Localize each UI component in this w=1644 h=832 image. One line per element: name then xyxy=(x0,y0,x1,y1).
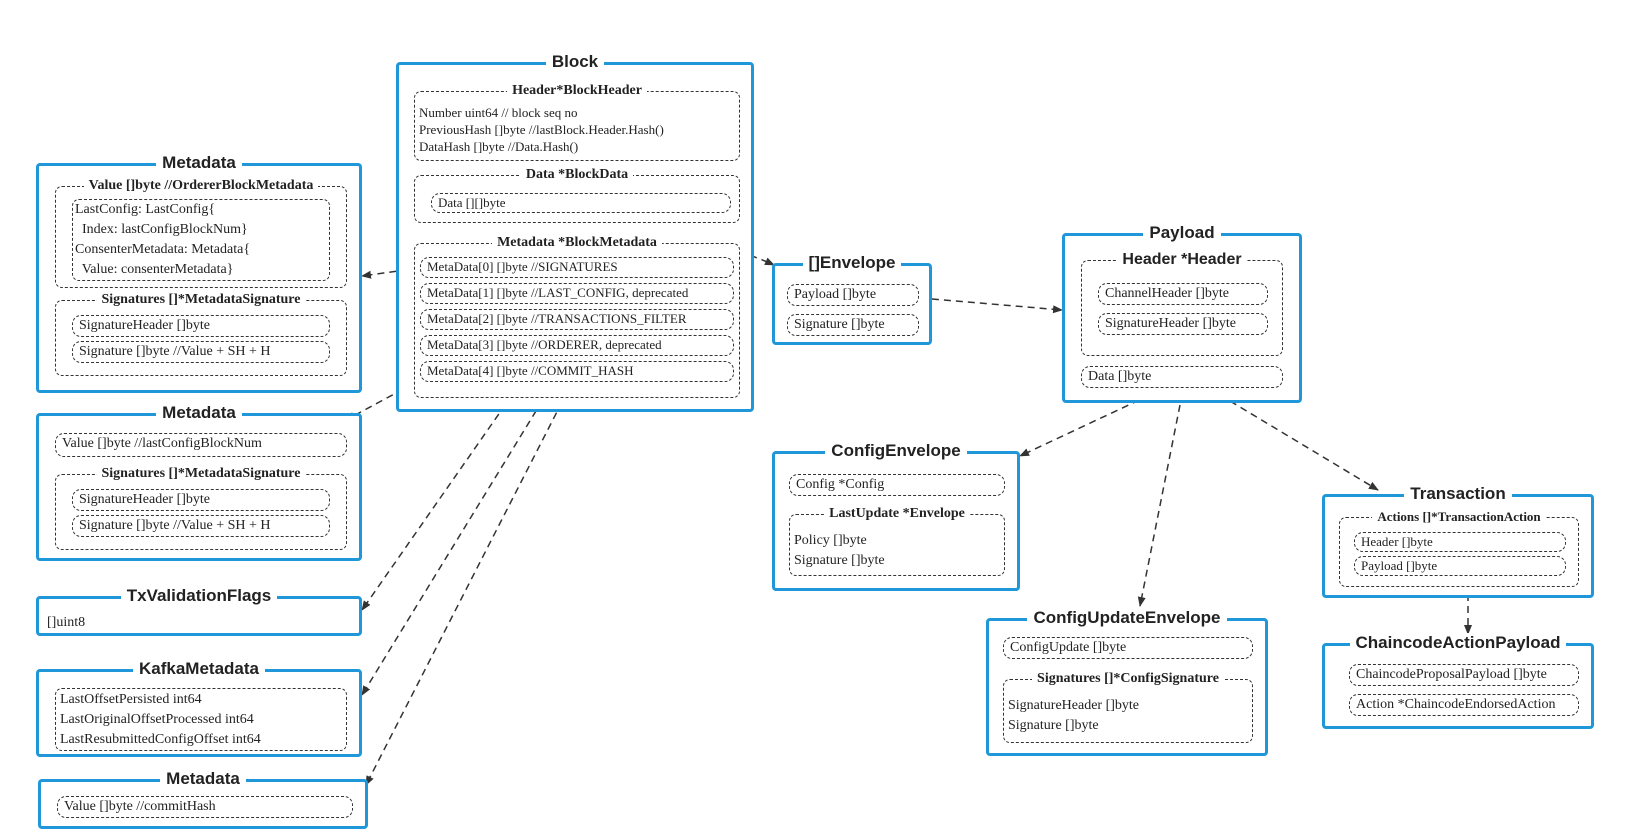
block-header-line: DataHash []byte //Data.Hash() xyxy=(419,139,579,154)
payload-header-group: Header *Header ChannelHeader []byte Sign… xyxy=(1081,251,1283,356)
channel-header-field: ChannelHeader []byte xyxy=(1098,283,1268,305)
config-signature-line: SignatureHeader []byte xyxy=(1008,698,1139,713)
chaincode-action-payload-box: ChaincodeActionPayload ChaincodeProposal… xyxy=(1322,633,1594,729)
last-config-value-field: Value []byte //lastConfigBlockNum xyxy=(55,433,347,457)
envelope-box: []Envelope Payload []byte Signature []by… xyxy=(772,253,932,345)
payload-box: Payload Header *Header ChannelHeader []b… xyxy=(1062,223,1302,403)
metadata-signatures-group: Signatures []*MetadataSignature Signatur… xyxy=(55,292,347,376)
last-update-group: LastUpdate *Envelope Policy []byte Signa… xyxy=(789,506,1005,576)
orderer-metadata-line: LastConfig: LastConfig{ xyxy=(75,202,216,217)
signature-field: Signature []byte //Value + SH + H xyxy=(72,515,330,537)
orderer-metadata-line: Index: lastConfigBlockNum} xyxy=(75,222,248,237)
transaction-payload-field: Payload []byte xyxy=(1354,556,1566,576)
block-box: Block Header*BlockHeader Number uint64 /… xyxy=(396,52,754,412)
payload-data-field: Data []byte xyxy=(1081,366,1283,388)
chaincode-proposal-payload-field: ChaincodeProposalPayload []byte xyxy=(1349,664,1579,686)
kafka-metadata-line: LastOffsetPersisted int64 xyxy=(60,692,202,707)
orderer-block-metadata-title: Value []byte //OrdererBlockMetadata xyxy=(83,178,319,193)
orderer-block-metadata-fields: LastConfig: LastConfig{ Index: lastConfi… xyxy=(72,199,330,281)
config-field: Config *Config xyxy=(789,474,1005,496)
metadata-signatures-group-title: Signatures []*MetadataSignature xyxy=(96,292,306,307)
kafka-metadata-title: KafkaMetadata xyxy=(133,659,265,678)
last-config-signatures-title: Signatures []*MetadataSignature xyxy=(96,466,306,481)
envelope-payload-field: Payload []byte xyxy=(787,284,919,306)
tx-validation-flags-title: TxValidationFlags xyxy=(120,586,278,605)
orderer-block-metadata-group: Value []byte //OrdererBlockMetadata Last… xyxy=(55,178,347,288)
block-metadata-field: MetaData[2] []byte //TRANSACTIONS_FILTER xyxy=(420,309,734,330)
config-update-field: ConfigUpdate []byte xyxy=(1003,637,1253,659)
tx-validation-flags-box: TxValidationFlags []uint8 xyxy=(36,586,362,636)
config-update-envelope-box: ConfigUpdateEnvelope ConfigUpdate []byte… xyxy=(986,608,1268,756)
payload-header-title: Header *Header xyxy=(1117,251,1247,268)
tx-validation-flags-field: []uint8 xyxy=(47,615,86,630)
kafka-metadata-line: LastOriginalOffsetProcessed int64 xyxy=(60,712,254,727)
block-header-line: Number uint64 // block seq no xyxy=(419,105,578,120)
block-header-group: Header*BlockHeader Number uint64 // bloc… xyxy=(414,83,740,161)
block-data-field: Data [][]byte xyxy=(431,193,731,213)
block-data-group: Data *BlockData Data [][]byte xyxy=(414,167,740,223)
config-signatures-group: Signatures []*ConfigSignature SignatureH… xyxy=(1003,671,1253,743)
transaction-box: Transaction Actions []*TransactionAction… xyxy=(1322,484,1594,598)
envelope-signature-field: Signature []byte xyxy=(787,314,919,336)
block-title: Block xyxy=(545,52,605,71)
arrow-meta4-to-commit-metadata xyxy=(365,401,563,786)
arrow-envelope-to-payload xyxy=(919,297,1063,314)
signature-header-field: SignatureHeader []byte xyxy=(1098,313,1268,335)
block-metadata-field: MetaData[1] []byte //LAST_CONFIG, deprec… xyxy=(420,283,734,304)
last-update-title: LastUpdate *Envelope xyxy=(824,506,970,521)
config-envelope-box: ConfigEnvelope Config *Config LastUpdate… xyxy=(772,441,1020,591)
signature-field: Signature []byte //Value + SH + H xyxy=(72,341,330,363)
kafka-metadata-line: LastResubmittedConfigOffset int64 xyxy=(60,732,261,747)
config-signature-line: Signature []byte xyxy=(1008,718,1099,733)
block-header-line: PreviousHash []byte //lastBlock.Header.H… xyxy=(419,122,664,137)
metadata-commit-box: Metadata Value []byte //commitHash xyxy=(38,769,368,829)
arrow-payload-to-config-update-envelope xyxy=(1137,404,1181,607)
arrow-payload-to-config-envelope xyxy=(1019,394,1151,457)
last-update-line: Policy []byte xyxy=(794,533,867,548)
block-header-title: Header*BlockHeader xyxy=(507,83,647,98)
transaction-actions-title: Actions []*TransactionAction xyxy=(1372,509,1546,524)
transaction-actions-group: Actions []*TransactionAction Header []by… xyxy=(1339,509,1579,587)
block-metadata-field: MetaData[3] []byte //ORDERER, deprecated xyxy=(420,335,734,356)
orderer-metadata-line: Value: consenterMetadata} xyxy=(75,262,234,277)
chaincode-action-field: Action *ChaincodeEndorsedAction xyxy=(1349,694,1579,716)
block-metadata-field: MetaData[4] []byte //COMMIT_HASH xyxy=(420,361,734,382)
block-metadata-title: Metadata *BlockMetadata xyxy=(492,235,662,250)
block-data-title: Data *BlockData xyxy=(520,167,634,182)
metadata-last-config-box: Metadata Value []byte //lastConfigBlockN… xyxy=(36,403,362,561)
block-metadata-field: MetaData[0] []byte //SIGNATURES xyxy=(420,257,734,278)
payload-title: Payload xyxy=(1143,223,1221,242)
config-envelope-title: ConfigEnvelope xyxy=(825,441,967,460)
chaincode-action-payload-title: ChaincodeActionPayload xyxy=(1349,633,1567,652)
last-update-line: Signature []byte xyxy=(794,553,885,568)
metadata-last-config-title: Metadata xyxy=(156,403,242,422)
commit-hash-value-field: Value []byte //commitHash xyxy=(57,796,353,818)
block-metadata-group: Metadata *BlockMetadata MetaData[0] []by… xyxy=(414,235,740,398)
last-config-signatures-group: Signatures []*MetadataSignature Signatur… xyxy=(55,466,347,550)
signature-header-field: SignatureHeader []byte xyxy=(72,315,330,337)
orderer-metadata-line: ConsenterMetadata: Metadata{ xyxy=(75,242,251,257)
transaction-header-field: Header []byte xyxy=(1354,532,1566,552)
kafka-metadata-fields: LastOffsetPersisted int64 LastOriginalOf… xyxy=(55,688,347,751)
signature-header-field: SignatureHeader []byte xyxy=(72,489,330,511)
metadata-signatures-box: Metadata Value []byte //OrdererBlockMeta… xyxy=(36,153,362,393)
transaction-title: Transaction xyxy=(1404,484,1512,503)
metadata-signatures-title: Metadata xyxy=(156,153,242,172)
arrow-payload-to-transaction xyxy=(1219,394,1379,491)
metadata-commit-title: Metadata xyxy=(160,769,246,788)
config-update-envelope-title: ConfigUpdateEnvelope xyxy=(1027,608,1227,627)
arrow-meta3-to-kafka-metadata xyxy=(361,379,556,696)
envelope-title: []Envelope xyxy=(802,253,902,272)
config-signatures-title: Signatures []*ConfigSignature xyxy=(1032,671,1224,686)
kafka-metadata-box: KafkaMetadata LastOffsetPersisted int64 … xyxy=(36,659,362,757)
